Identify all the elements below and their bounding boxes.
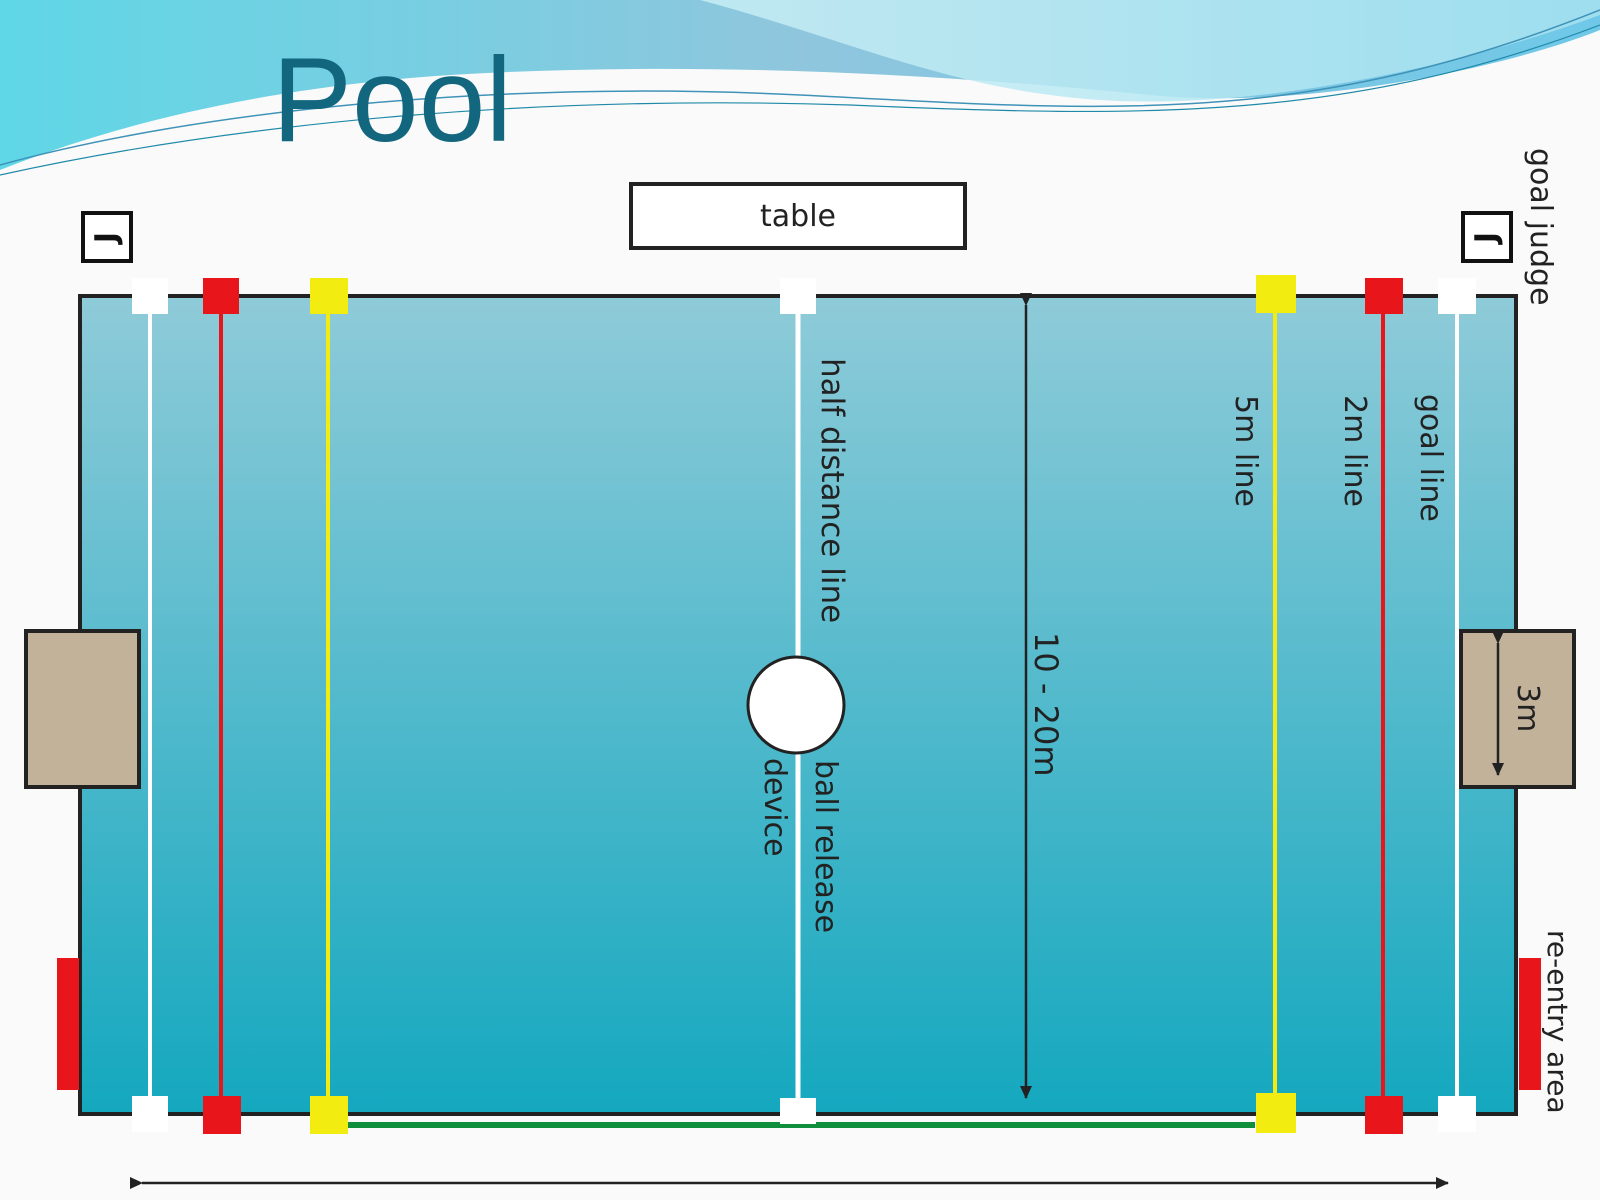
two-m-marker-top-left	[203, 278, 239, 314]
five-m-marker-bottom-left	[310, 1096, 348, 1134]
two-m-marker-bottom-right	[1365, 1096, 1403, 1134]
goal-judge-left: J	[81, 211, 133, 263]
half-line-marker-top	[780, 278, 816, 314]
five-m-marker-top-right	[1256, 275, 1296, 313]
re-entry-area-left	[57, 958, 79, 1090]
scorer-table: table	[629, 182, 967, 250]
five-m-marker-bottom-right	[1256, 1093, 1296, 1133]
half-line-marker-bottom	[780, 1098, 816, 1124]
two-m-line-label: 2m line	[1337, 395, 1372, 507]
ball-release-device	[746, 655, 846, 755]
two-m-marker-top-right	[1365, 278, 1403, 314]
goal-line-marker-top-right	[1438, 278, 1476, 314]
header-wave-decoration	[0, 0, 1600, 176]
five-m-line-label: 5m line	[1228, 395, 1263, 507]
two-m-marker-bottom-left	[203, 1096, 241, 1134]
goal-judge-right: J	[1461, 211, 1513, 263]
goal-line-marker-bottom-left	[132, 1096, 168, 1132]
ball-release-device-label: device	[757, 758, 792, 857]
five-m-marker-top-left	[310, 278, 348, 314]
goal-judge-label: goal judge	[1523, 148, 1558, 306]
re-entry-area-right	[1519, 958, 1541, 1090]
half-distance-line-label: half distance line	[814, 358, 850, 624]
goal-line-label: goal line	[1413, 394, 1448, 522]
goal-line-marker-bottom-right	[1438, 1096, 1476, 1132]
goal-width-arrow	[1492, 631, 1504, 776]
ball-release-label: ball release	[808, 760, 843, 934]
table-label: table	[760, 198, 836, 234]
slide-title: Pool	[272, 33, 513, 167]
goal-width-label: 3m	[1510, 684, 1545, 733]
goal-left	[24, 629, 141, 789]
goal-line-marker-top-left	[132, 278, 168, 314]
width-measure-label: 10 - 20m	[1027, 632, 1065, 777]
goal-right	[1459, 629, 1576, 789]
re-entry-area-label: re-entry area	[1541, 930, 1574, 1114]
